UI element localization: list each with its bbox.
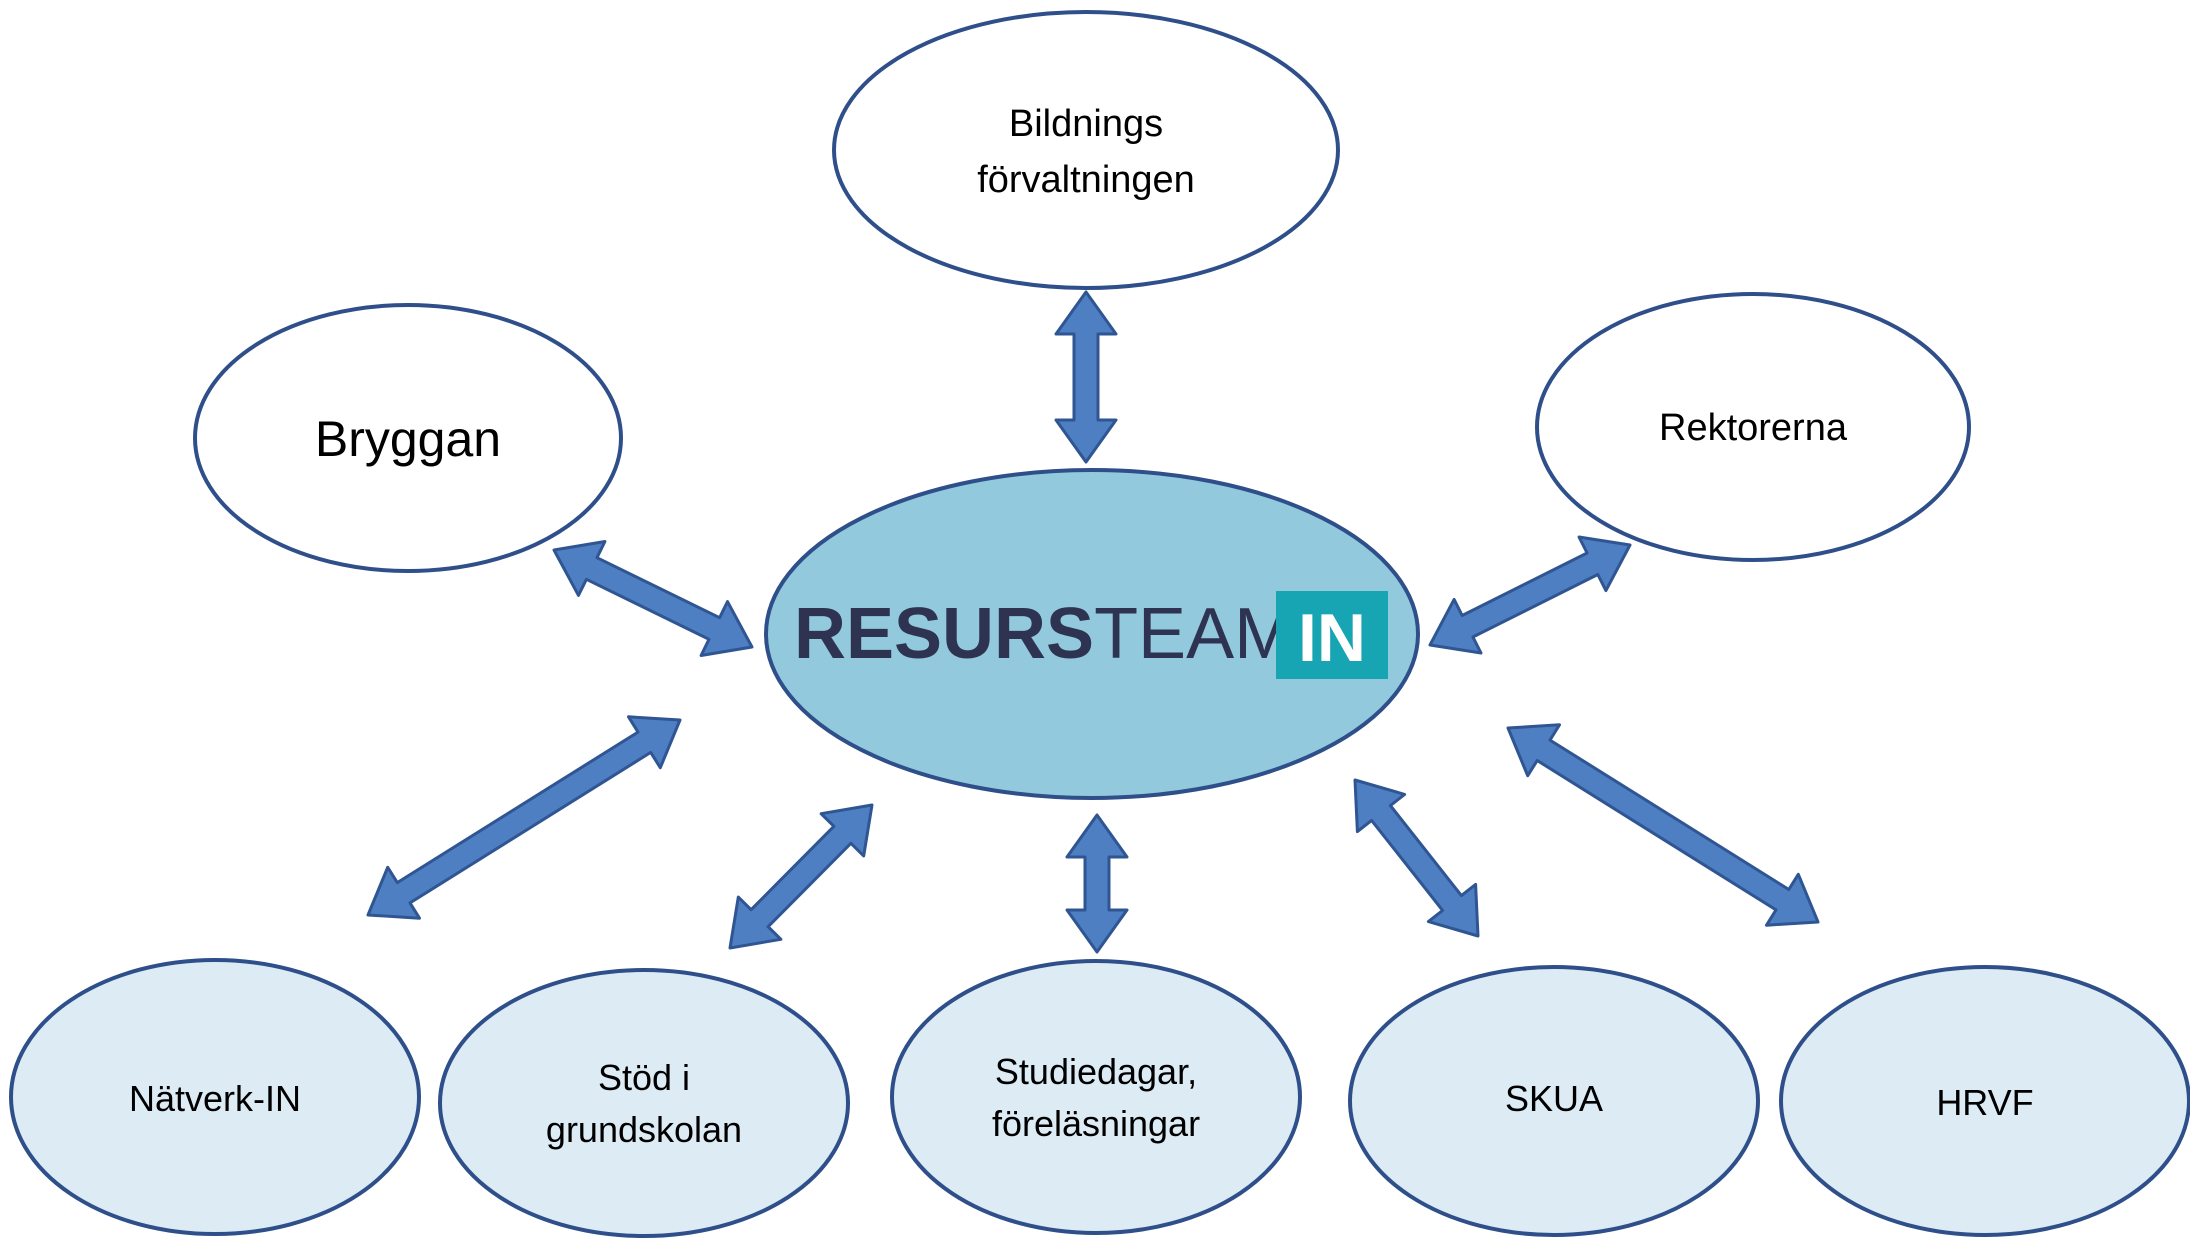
node-label-line1: Bildnings bbox=[1009, 103, 1163, 145]
node-natverk-in: Nätverk-IN bbox=[9, 958, 421, 1236]
node-ellipse bbox=[438, 968, 850, 1238]
logo-badge bbox=[1276, 591, 1388, 679]
node-bryggan: Bryggan bbox=[193, 303, 623, 573]
connector-arrows bbox=[366, 290, 1820, 954]
node-label: SKUA bbox=[1505, 1078, 1603, 1119]
arrow-rektorerna bbox=[1428, 535, 1632, 655]
node-skua: SKUA bbox=[1348, 965, 1760, 1237]
arrow-hrvf bbox=[1506, 723, 1820, 927]
arrow-bryggan bbox=[552, 540, 754, 657]
logo-word-light: TEAM bbox=[1094, 594, 1294, 674]
node-rektorerna: Rektorerna bbox=[1535, 292, 1971, 562]
node-ellipse bbox=[9, 958, 421, 1236]
arrow-stod bbox=[728, 803, 874, 950]
node-ellipse bbox=[890, 959, 1302, 1235]
node-resursteam-in: RESURSTEAM IN bbox=[764, 468, 1420, 800]
arrow-studiedagar bbox=[1065, 813, 1129, 954]
logo: RESURSTEAM bbox=[794, 594, 1294, 674]
arrow-bildnings bbox=[1054, 290, 1118, 464]
node-label-line2: föreläsningar bbox=[992, 1103, 1200, 1144]
node-studiedagar: Studiedagar, föreläsningar bbox=[890, 959, 1302, 1235]
node-label: HRVF bbox=[1936, 1082, 2033, 1123]
node-bildningsforvaltningen: Bildnings förvaltningen bbox=[832, 10, 1340, 290]
node-label: Nätverk-IN bbox=[129, 1078, 301, 1119]
node-hrvf: HRVF bbox=[1779, 965, 2190, 1237]
node-ellipse bbox=[1779, 965, 2190, 1237]
node-label-line1: Stöd i bbox=[598, 1057, 690, 1098]
node-ellipse bbox=[1348, 965, 1760, 1237]
arrow-skua bbox=[1353, 778, 1480, 938]
node-label-line2: grundskolan bbox=[546, 1109, 742, 1150]
arrow-natverk bbox=[366, 715, 682, 920]
node-label: Rektorerna bbox=[1659, 407, 1848, 449]
node-label: Bryggan bbox=[315, 411, 501, 467]
logo-word-bold: RESURS bbox=[794, 594, 1094, 674]
node-label-line1: Studiedagar, bbox=[995, 1051, 1197, 1092]
node-stod-i-grundskolan: Stöd i grundskolan bbox=[438, 968, 850, 1238]
node-label-line2: förvaltningen bbox=[977, 159, 1195, 201]
node-ellipse bbox=[193, 303, 623, 573]
node-ellipse bbox=[832, 10, 1340, 290]
logo-badge-text: IN bbox=[1298, 600, 1366, 676]
node-ellipse bbox=[1535, 292, 1971, 562]
center-ellipse bbox=[764, 468, 1420, 800]
